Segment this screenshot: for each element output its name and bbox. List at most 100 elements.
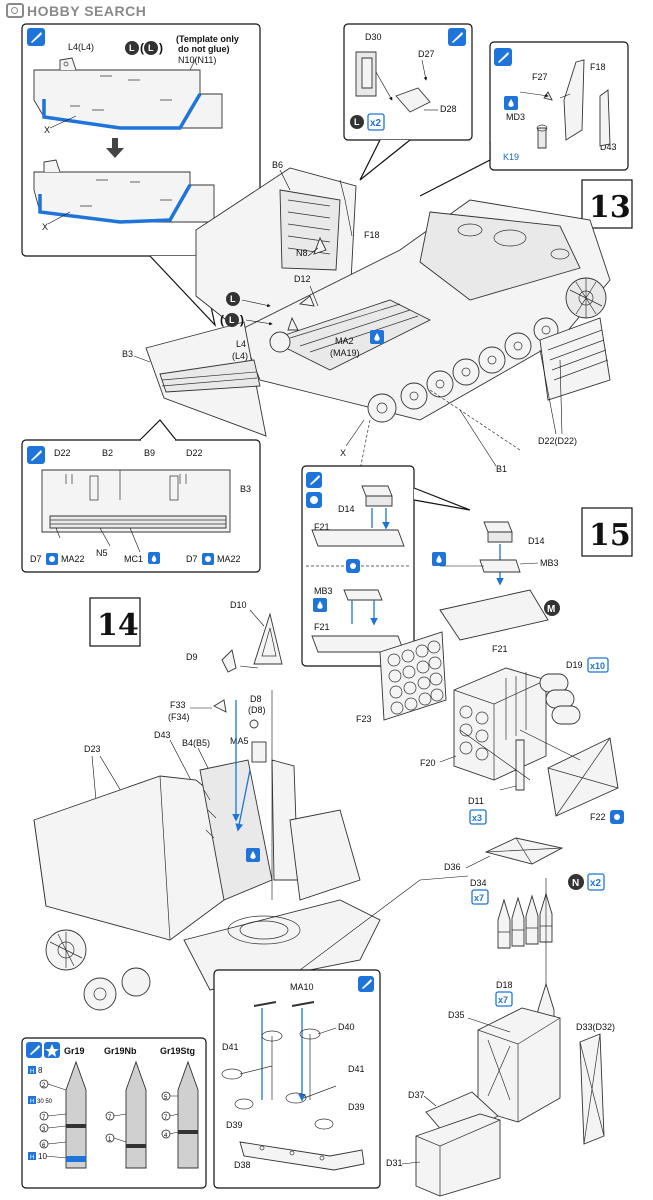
template-note-line1: (Template only: [176, 34, 239, 44]
label-F21-upper: F21: [314, 522, 330, 532]
hull-assembly: [145, 167, 611, 471]
svg-text:2: 2: [42, 1083, 46, 1089]
paint-mix-icon: [306, 492, 322, 508]
svg-text:14: 14: [97, 608, 139, 643]
paint-mix-icon: [610, 810, 624, 824]
ammo-box-assembly: D36 N x2 D34 x7 D18 x7: [299, 837, 615, 1197]
svg-text:5: 5: [164, 1095, 168, 1101]
svg-text:L: L: [148, 43, 154, 53]
label-MC1: MC1: [124, 554, 143, 564]
x7-badge: x7: [495, 991, 513, 1007]
label-MA10: MA10: [290, 982, 314, 992]
label-D36: D36: [444, 862, 461, 872]
label-D33-D32: D33(D32): [576, 1022, 615, 1032]
label-D35: D35: [448, 1010, 465, 1020]
svg-text:L: L: [129, 43, 135, 53]
paint-drop-icon: [370, 330, 384, 344]
label-D9: D9: [186, 652, 198, 662]
label-B1: B1: [496, 464, 507, 474]
x2-badge: x2: [587, 873, 605, 891]
label-F18: F18: [590, 62, 606, 72]
svg-text:7: 7: [108, 1115, 112, 1121]
glue-icon: [358, 976, 374, 992]
label-X-lower: X: [42, 222, 48, 232]
label-D19: D19: [566, 660, 583, 670]
svg-text:H: H: [30, 1069, 34, 1075]
label-MD3: MD3: [506, 112, 525, 122]
L-badge: L: [125, 41, 139, 55]
svg-text:H: H: [30, 1155, 34, 1161]
svg-text:x2: x2: [370, 118, 382, 129]
paint-drop-icon: [313, 598, 327, 612]
label-D8-paren: (D8): [248, 705, 266, 715]
label-D22-left: D22: [54, 448, 71, 458]
M-badge: M: [544, 600, 560, 616]
label-L4-paren: (L4): [232, 351, 248, 361]
label-D22-D22: D22(D22): [538, 436, 577, 446]
label-D41-right: D41: [348, 1064, 365, 1074]
label-D10: D10: [230, 600, 247, 610]
paint-drop-icon: [246, 848, 260, 862]
label-D34: D34: [470, 878, 487, 888]
x2-badge: x2: [367, 113, 385, 131]
label-F21-lower: F21: [314, 622, 330, 632]
glue-icon: [27, 28, 45, 46]
label-MA2: MA2: [335, 336, 354, 346]
label-D31: D31: [386, 1158, 403, 1168]
label-MA22-right: MA22: [217, 554, 241, 564]
glue-icon: [494, 48, 512, 66]
paint-mix-icon: [46, 553, 58, 565]
label-X-hull: X: [340, 448, 346, 458]
side-plate-upper: [33, 57, 223, 130]
label-F21: F21: [492, 644, 508, 654]
label-D38: D38: [234, 1160, 251, 1170]
svg-text:L: L: [354, 117, 360, 127]
marking-callouts-shell2: 7 1: [105, 1111, 127, 1143]
marking-callouts-shell3: 5 7 4: [161, 1091, 179, 1139]
step-15: 15: [581, 507, 633, 557]
label-D28: D28: [440, 104, 457, 114]
L-badge: L: [226, 292, 240, 306]
shell-row-D34: [497, 892, 553, 949]
header: HOBBY SEARCH: [0, 0, 653, 26]
label-K19: K19: [503, 152, 519, 162]
label-B3: B3: [122, 349, 133, 359]
label-F34: (F34): [168, 712, 190, 722]
label-F23: F23: [356, 714, 372, 724]
label-D23: D23: [84, 744, 101, 754]
label-D14-box: D14: [338, 504, 355, 514]
label-B6: B6: [272, 160, 283, 170]
template-note-line2: do not glue): [178, 44, 230, 54]
antenna-parts-callout: F27 F18 MD3 K19 D43: [419, 41, 629, 197]
svg-text:10: 10: [38, 1152, 47, 1161]
svg-text:7: 7: [42, 1115, 46, 1121]
label-MA19: (MA19): [330, 348, 360, 358]
fighting-compartment: D10 D9 F33 (F34) D8 (D8) MA5 D43 B4(B5) …: [33, 600, 381, 1011]
svg-text:15: 15: [589, 518, 631, 553]
label-D39-left: D39: [226, 1120, 243, 1130]
label-D43-step14: D43: [154, 730, 171, 740]
paint-drop-icon: [148, 552, 160, 564]
svg-text:L: L: [230, 294, 236, 304]
svg-text:x3: x3: [472, 813, 482, 823]
svg-text:N: N: [572, 878, 579, 889]
x10-badge: x10: [587, 657, 609, 673]
label-L4-L4: L4(L4): [68, 42, 94, 52]
marking-callouts-shell1: H 8 2 H 30 50 7 3 6 H 10: [28, 1066, 67, 1161]
label-D22-right: D22: [186, 448, 203, 458]
N-badge: N: [568, 874, 584, 890]
svg-text:x2: x2: [590, 878, 602, 889]
label-N8: N8: [296, 248, 308, 258]
svg-text:x7: x7: [474, 893, 484, 903]
paint-mix-icon: [346, 559, 360, 573]
label-D7-left: D7: [30, 554, 42, 564]
star-icon: [44, 1042, 60, 1058]
label-X-upper: X: [44, 125, 50, 135]
side-plate-lower: [33, 159, 215, 224]
svg-text:x7: x7: [498, 995, 508, 1005]
label-D14: D14: [528, 536, 545, 546]
label-D30: D30: [365, 32, 382, 42]
paint-drop-icon: [504, 96, 518, 110]
label-MA5: MA5: [230, 736, 249, 746]
